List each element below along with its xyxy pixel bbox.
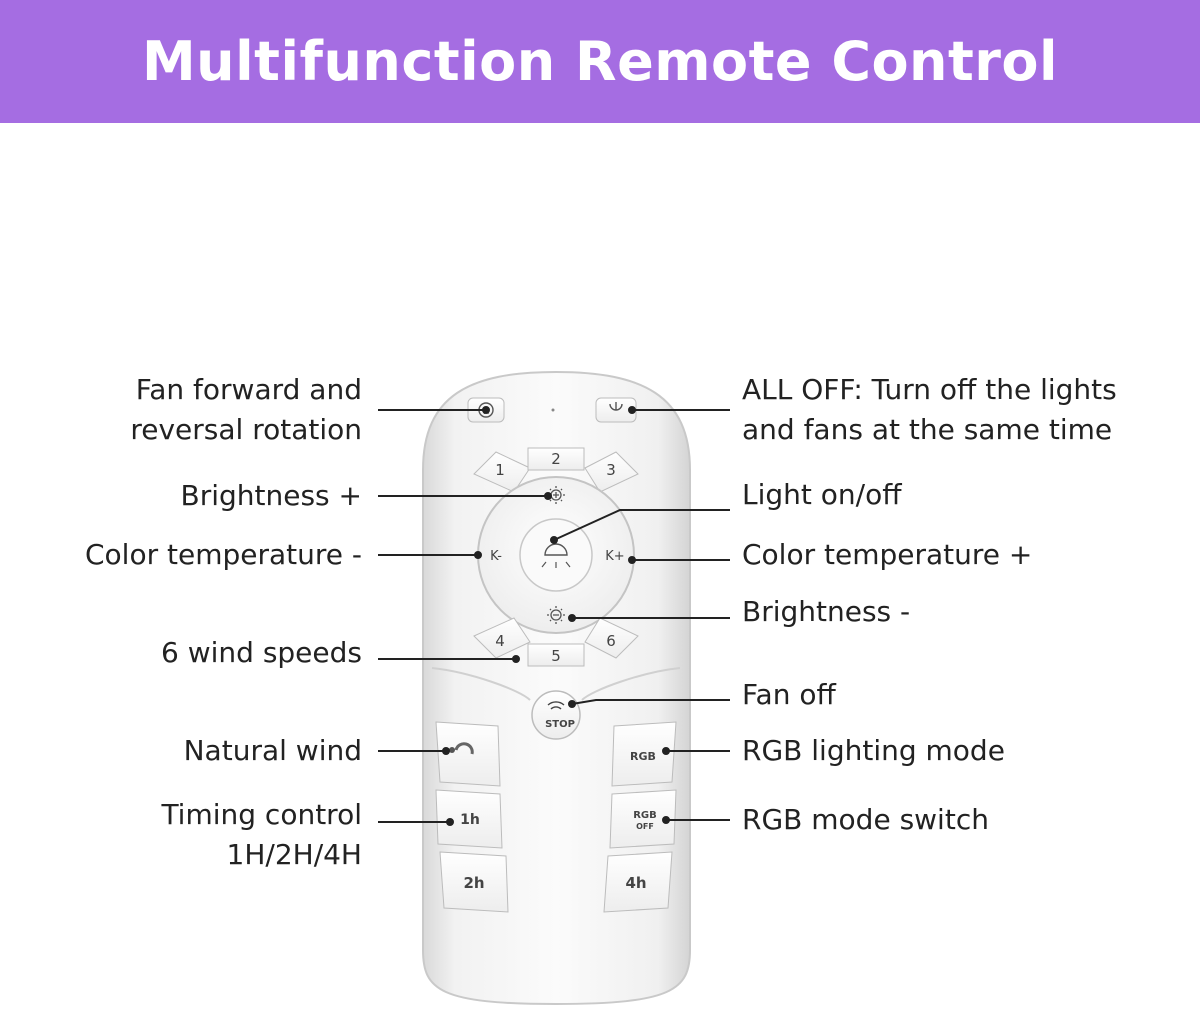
page-title: Multifunction Remote Control [141,30,1059,93]
rgb-off-button [609,789,677,849]
label-natural-wind: Natural wind [183,734,362,767]
rgb-off-top-label: RGB [633,810,657,821]
label-fan-direction: Fan forward and reversal rotation [130,373,362,446]
fan-stop-button [531,690,581,740]
pointer-lines-left [378,406,552,826]
speed-4-label: 4 [495,632,505,650]
label-rgb-lighting: RGB lighting mode [742,734,1005,767]
natural-wind-button [435,721,501,787]
power-button [595,397,637,423]
timer-1h-button [435,789,503,849]
pointer-lines-right [550,406,730,824]
speed-6-label: 6 [606,632,616,650]
speed-2-label: 2 [551,450,561,468]
k-minus-label: K- [490,549,502,564]
speed-buttons-bottom [473,617,639,667]
timer-4h-label: 4h [625,874,646,892]
label-all-off: ALL OFF: Turn off the lights and fans at… [742,373,1117,446]
stop-label: STOP [545,719,575,730]
label-timing-control: Timing control 1H/2H/4H [161,798,362,871]
rgb-button [611,721,677,787]
timer-1h-label: 1h [460,812,480,828]
label-rgb-switch: RGB mode switch [742,803,989,836]
label-wind-speeds: 6 wind speeds [161,636,362,669]
header-banner: Multifunction Remote Control [0,0,1200,123]
rgb-label: RGB [630,750,656,763]
speed-5-label: 5 [551,647,561,665]
timer-2h-button [439,851,509,913]
speed-1-label: 1 [495,461,505,479]
speed-3-label: 3 [606,461,616,479]
label-color-temp-plus: Color temperature + [742,538,1033,571]
k-plus-label: K+ [605,549,624,564]
label-fan-off: Fan off [742,678,836,711]
label-light-onoff: Light on/off [742,478,902,511]
rgb-off-bottom-label: OFF [636,822,654,831]
timer-4h-button [603,851,673,913]
label-color-temp-minus: Color temperature - [84,538,362,571]
led-indicator [551,408,555,412]
label-brightness-minus: Brightness - [742,595,911,628]
brightness-down-icon [547,606,565,624]
label-brightness-plus: Brightness + [180,479,362,512]
speed-buttons-top [473,447,639,493]
timer-2h-label: 2h [463,874,484,892]
